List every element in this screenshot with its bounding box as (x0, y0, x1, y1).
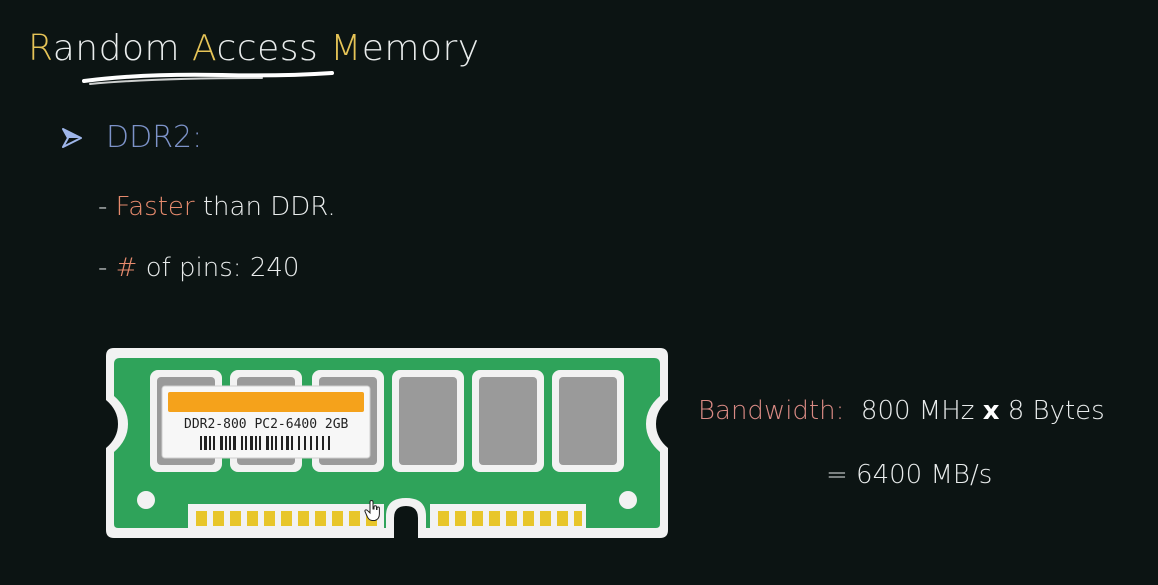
sub-rest: of pins: 240 (137, 253, 300, 283)
bullet-heading: DDR2: (106, 120, 203, 155)
bandwidth-label: Bandwidth: (698, 396, 845, 426)
ram-label-text: DDR2-800 PC2-6400 2GB (184, 417, 349, 432)
arrow-right-icon (62, 127, 82, 148)
title-part: ccess (216, 28, 331, 69)
ram-module-illustration: DDR2-800 PC2-6400 2GB (106, 348, 668, 538)
barcode (200, 436, 330, 450)
title-underline-stroke (82, 71, 334, 85)
ram-label-stripe (168, 392, 364, 412)
title-part: M (330, 28, 362, 69)
sub-highlight: # (115, 253, 138, 283)
bullet-row: DDR2: (60, 120, 202, 155)
bandwidth-result: = 6400 MB/s (826, 460, 993, 490)
sub-rest: than DDR. (194, 192, 336, 222)
sub-point-pins: - # of pins: 240 (98, 253, 299, 283)
bandwidth-frequency: 800 MHz (860, 396, 975, 426)
mount-hole (619, 491, 637, 509)
title-part: emory (361, 28, 480, 69)
slide-title: Random Access Memory (28, 28, 480, 69)
sub-point-faster: - Faster than DDR. (98, 192, 336, 222)
mount-hole (137, 491, 155, 509)
multiply-sign: x (982, 396, 1000, 426)
sub-highlight: Faster (115, 192, 195, 222)
bandwidth-bytes: 8 Bytes (1007, 396, 1105, 426)
sub-prefix: - (98, 253, 116, 283)
title-part: andom (52, 28, 192, 69)
bandwidth-formula: Bandwidth: 800 MHz x 8 Bytes (698, 396, 1105, 426)
title-part: R (28, 28, 53, 69)
title-part: A (192, 28, 217, 69)
sub-prefix: - (98, 192, 116, 222)
cursor-hand-icon (364, 500, 380, 521)
